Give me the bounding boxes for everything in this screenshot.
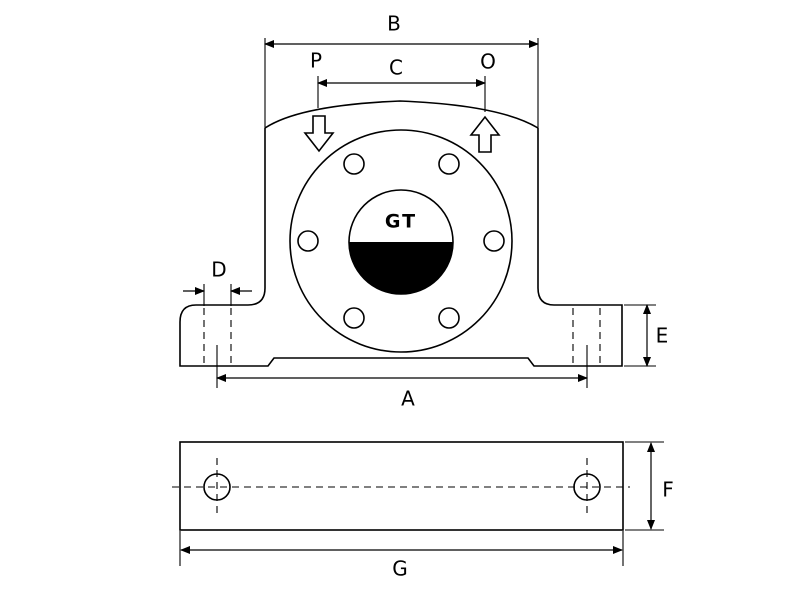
label-o: O	[480, 50, 496, 74]
label-g: G	[392, 557, 408, 581]
gt-logo-disc: GT	[348, 189, 454, 295]
label-e: E	[656, 324, 669, 348]
label-p: P	[310, 49, 322, 73]
base-hole-left	[203, 458, 231, 516]
housing-top-arc	[264, 100, 539, 129]
brand-text: GT	[385, 211, 417, 233]
label-b: B	[387, 12, 401, 36]
label-d: D	[211, 258, 226, 282]
label-c: C	[389, 56, 403, 80]
housing-outline	[179, 128, 623, 367]
label-f: F	[662, 478, 674, 502]
base-hole-right	[573, 458, 601, 516]
end-cap-flange	[289, 129, 513, 353]
foot-hole-left-hidden	[203, 308, 232, 388]
air-inlet-arrow-icon	[303, 115, 335, 153]
flange-bolt-holes	[297, 153, 505, 329]
label-a: A	[401, 387, 415, 411]
air-outlet-arrow-icon	[469, 115, 501, 153]
base-plan-outline	[179, 441, 624, 531]
foot-hole-right-hidden	[572, 308, 601, 388]
